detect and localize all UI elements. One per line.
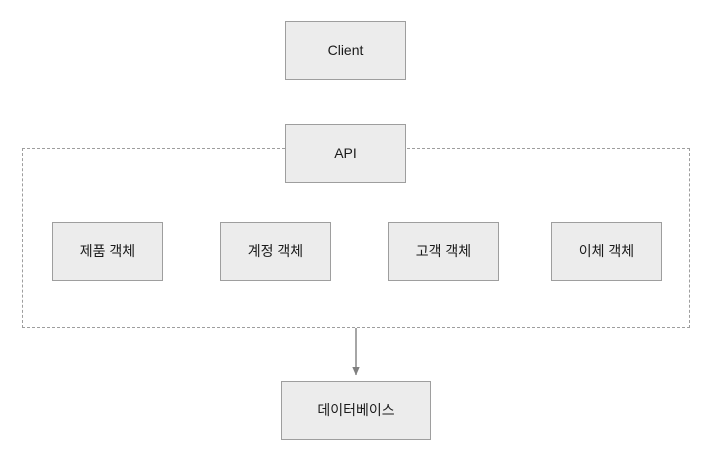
node-client[interactable]: Client xyxy=(285,21,406,80)
node-client-label: Client xyxy=(327,42,364,59)
node-account-object-label: 계정 객체 xyxy=(247,243,304,260)
node-database-label: 데이터베이스 xyxy=(317,402,395,419)
node-database[interactable]: 데이터베이스 xyxy=(281,381,431,440)
node-customer-object[interactable]: 고객 객체 xyxy=(388,222,499,281)
node-product-object[interactable]: 제품 객체 xyxy=(52,222,163,281)
node-transfer-object-label: 이체 객체 xyxy=(578,243,635,260)
node-customer-object-label: 고객 객체 xyxy=(415,243,472,260)
node-api-label: API xyxy=(334,145,357,162)
node-api[interactable]: API xyxy=(285,124,406,183)
node-product-object-label: 제품 객체 xyxy=(79,243,136,260)
node-account-object[interactable]: 계정 객체 xyxy=(220,222,331,281)
edge-group-to-database xyxy=(352,328,360,376)
node-transfer-object[interactable]: 이체 객체 xyxy=(551,222,662,281)
